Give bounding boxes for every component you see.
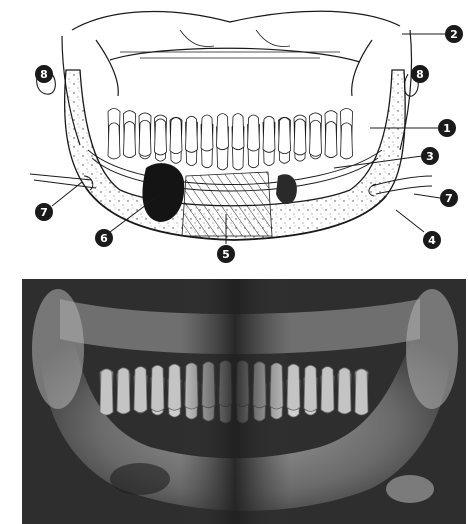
tooth	[294, 119, 306, 155]
xray-spine-shadow	[180, 279, 290, 524]
xray-ramus-left	[32, 289, 84, 409]
tooth	[310, 120, 322, 156]
svg-text:7: 7	[445, 192, 453, 205]
callout-1: 1	[438, 119, 456, 137]
callout-5: 5	[217, 245, 235, 263]
tooth	[201, 115, 213, 151]
svg-text:4: 4	[428, 234, 436, 247]
tooth	[100, 369, 113, 415]
callout-2: 2	[445, 25, 463, 43]
xray-lesion-right	[386, 475, 434, 503]
svg-text:8: 8	[40, 68, 48, 81]
tooth	[325, 122, 337, 158]
svg-text:5: 5	[222, 248, 230, 261]
svg-text:8: 8	[416, 68, 424, 81]
tooth	[134, 367, 147, 413]
callout-3: 3	[421, 147, 439, 165]
svg-text:1: 1	[443, 122, 451, 135]
xray-ramus-right	[406, 289, 458, 409]
xray-lesion-left	[110, 463, 170, 495]
tooth	[279, 118, 291, 154]
tooth	[124, 122, 136, 158]
tooth	[321, 367, 334, 413]
ear-outlines	[37, 70, 419, 96]
tooth	[217, 114, 229, 150]
tooth	[117, 368, 130, 414]
tooth	[168, 364, 181, 410]
mandible-line-diagram: 8 2 8 1 3 7 7 4	[0, 0, 468, 272]
callout-4: 4	[423, 231, 441, 249]
tooth	[232, 114, 244, 150]
callout-8-right: 8	[411, 65, 429, 83]
tooth	[304, 365, 317, 411]
tooth	[155, 119, 167, 155]
tooth	[139, 120, 151, 156]
svg-text:7: 7	[40, 206, 48, 219]
svg-text:3: 3	[426, 150, 434, 163]
hatched-lesion	[182, 172, 272, 236]
callout-7-right: 7	[440, 189, 458, 207]
tooth	[338, 368, 351, 414]
tooth	[355, 369, 368, 415]
panoramic-radiograph	[0, 279, 468, 524]
tooth	[108, 123, 120, 159]
tooth	[341, 123, 353, 159]
svg-text:6: 6	[100, 232, 108, 245]
lower-teeth	[108, 114, 353, 159]
callout-6: 6	[95, 229, 113, 247]
tooth	[263, 116, 275, 152]
tooth	[186, 116, 198, 152]
callout-7-left: 7	[35, 203, 53, 221]
dark-spot	[276, 174, 297, 204]
tooth	[170, 118, 182, 154]
callout-8-left: 8	[35, 65, 53, 83]
svg-text:2: 2	[450, 28, 458, 41]
tooth	[248, 115, 260, 151]
tooth	[151, 365, 164, 411]
